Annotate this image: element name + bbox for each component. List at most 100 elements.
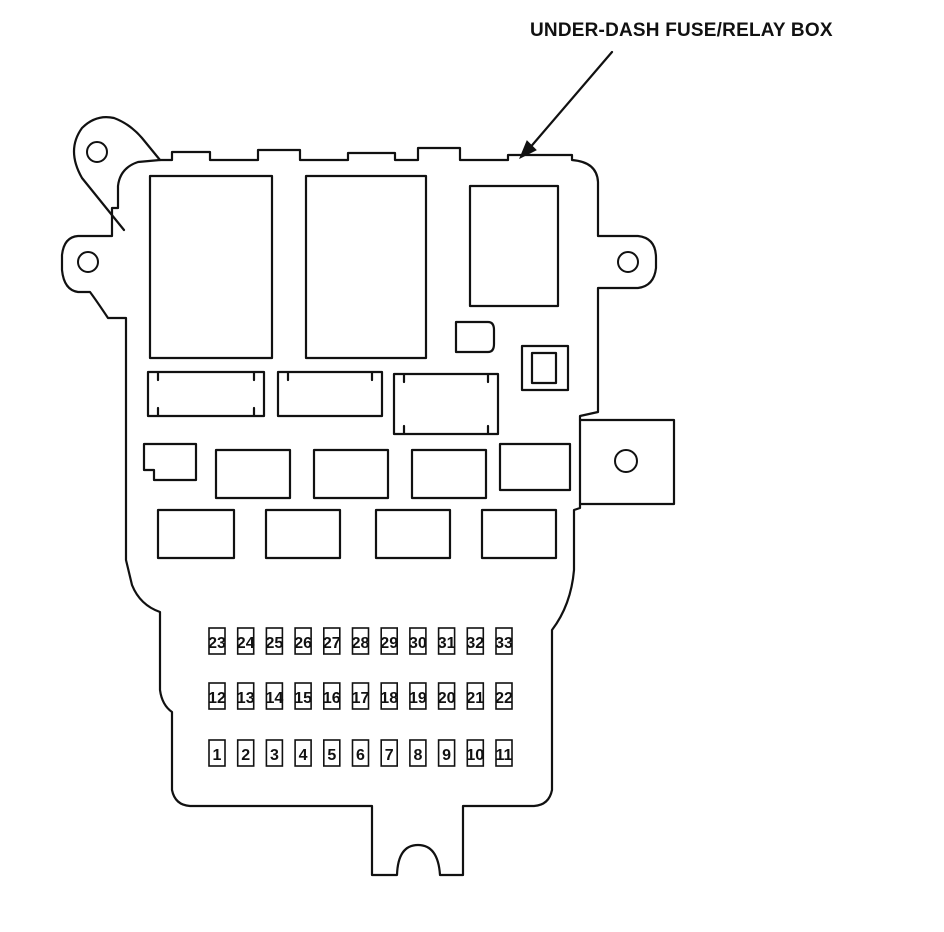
fuse-slot <box>380 682 399 710</box>
diode-socket <box>520 344 570 392</box>
mounting-hole <box>86 141 108 163</box>
fuse-slot <box>351 739 370 767</box>
fuse-31: 31 <box>437 627 456 655</box>
fuse-number: 28 <box>352 635 370 652</box>
fuse-number: 26 <box>294 635 312 652</box>
fuse-slot <box>265 739 284 767</box>
fuse-number: 19 <box>409 690 427 707</box>
fuse-number: 10 <box>466 747 484 764</box>
fuse-29: 29 <box>380 627 399 655</box>
fuse-slot <box>495 627 513 655</box>
fuse-slot <box>409 739 427 767</box>
fuse-slot <box>322 682 341 710</box>
fuse-slot <box>265 627 284 655</box>
callout-arrow <box>519 50 614 160</box>
connector-sockets <box>142 370 500 482</box>
fuse-22: 22 <box>495 682 513 710</box>
fuse-slot <box>322 627 341 655</box>
fuse-slot <box>208 627 226 655</box>
fuse-slot <box>437 627 456 655</box>
upper-mounting-ear <box>72 116 162 232</box>
fuse-number: 27 <box>323 635 341 652</box>
fuse-14: 14 <box>265 682 284 710</box>
fuse-number: 20 <box>438 690 456 707</box>
fuse-12: 12 <box>208 682 226 710</box>
fuse-19: 19 <box>409 682 427 710</box>
fuse-box-housing <box>60 146 658 877</box>
fuse-8: 8 <box>409 739 427 767</box>
fuse-slot <box>236 682 255 710</box>
fuse-21: 21 <box>466 682 485 710</box>
fuse-number: 11 <box>496 747 513 764</box>
fuse-slot <box>466 627 485 655</box>
fuse-number: 9 <box>442 747 451 764</box>
fuse-13: 13 <box>236 682 255 710</box>
fuse-5: 5 <box>322 739 341 767</box>
fuse-4: 4 <box>294 739 312 767</box>
fuse-6: 6 <box>351 739 370 767</box>
fuse-slot <box>208 739 226 767</box>
fuse-number: 8 <box>413 747 422 764</box>
fuse-20: 20 <box>438 682 456 710</box>
fuse-26: 26 <box>294 627 312 655</box>
fuse-number: 21 <box>466 690 484 707</box>
fuse-number: 30 <box>409 635 427 652</box>
fuse-slot <box>236 627 255 655</box>
mini-relay-row-2 <box>156 508 558 560</box>
fuse-number: 32 <box>466 635 484 652</box>
fuse-16: 16 <box>322 682 341 710</box>
fuse-slot <box>236 739 255 767</box>
fuse-number: 3 <box>270 747 279 764</box>
small-connector <box>454 320 496 354</box>
side-bracket <box>578 418 676 506</box>
fuse-number: 23 <box>208 635 226 652</box>
fuse-17: 17 <box>351 682 370 710</box>
fuse-slot <box>409 627 427 655</box>
fuse-number: 7 <box>385 747 394 764</box>
large-relay-sockets <box>148 174 560 360</box>
fuse-30: 30 <box>409 627 427 655</box>
mini-relay-row-1 <box>214 442 572 500</box>
fuse-number: 13 <box>237 690 255 707</box>
right-mounting-hole <box>617 251 639 273</box>
fuse-number: 33 <box>495 635 513 652</box>
fuse-15: 15 <box>294 682 312 710</box>
fuse-18: 18 <box>380 682 399 710</box>
fuse-28: 28 <box>351 627 370 655</box>
fuse-slot <box>265 682 284 710</box>
fuse-slot <box>466 682 485 710</box>
fuse-number: 2 <box>241 747 250 764</box>
fuse-number: 4 <box>299 747 308 764</box>
fuse-number: 1 <box>213 747 222 764</box>
fuse-3: 3 <box>265 739 284 767</box>
fuse-slot <box>380 739 399 767</box>
fuse-9: 9 <box>437 739 456 767</box>
fuse-number: 25 <box>266 635 284 652</box>
fuse-1: 1 <box>208 739 226 767</box>
callout-label: UNDER-DASH FUSE/RELAY BOX <box>530 20 833 41</box>
fuse-slot <box>466 739 485 767</box>
fuse-number: 31 <box>438 635 456 652</box>
fuse-25: 25 <box>265 627 284 655</box>
fuse-number: 15 <box>294 690 312 707</box>
fuse-number: 29 <box>380 635 398 652</box>
fuse-slot <box>208 682 226 710</box>
fuse-slot <box>409 682 427 710</box>
fuse-2: 2 <box>236 739 255 767</box>
fuse-27: 27 <box>322 627 341 655</box>
fuse-number: 14 <box>266 690 284 707</box>
fuse-slot <box>351 682 370 710</box>
fuse-slot <box>294 627 312 655</box>
fuse-slot <box>380 627 399 655</box>
fuse-number: 18 <box>380 690 398 707</box>
fuse-number: 16 <box>323 690 341 707</box>
fuse-7: 7 <box>380 739 399 767</box>
fuse-number: 17 <box>352 690 370 707</box>
fuse-slot <box>495 739 513 767</box>
fuse-23: 23 <box>208 627 226 655</box>
fuse-slot <box>294 682 312 710</box>
fuse-slot <box>351 627 370 655</box>
fuse-10: 10 <box>466 739 485 767</box>
